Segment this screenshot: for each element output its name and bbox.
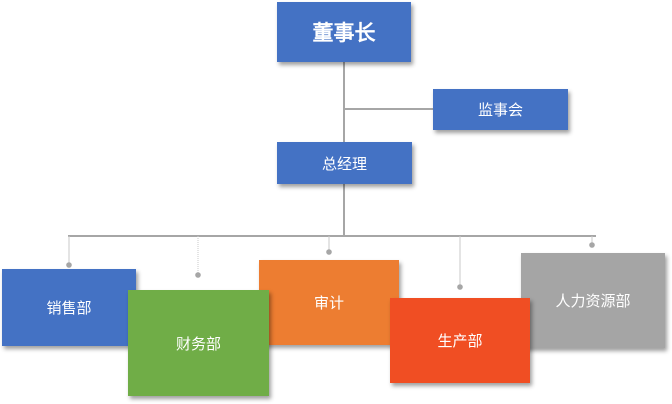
node-general-manager: 总经理	[277, 142, 412, 184]
node-finance-department: 财务部	[128, 290, 269, 396]
drop-production-dot	[457, 284, 463, 290]
node-sales-department-label: 销售部	[46, 299, 92, 317]
node-audit-department: 审计	[259, 260, 399, 345]
node-chairman: 董事长	[277, 2, 411, 62]
node-supervisory-board: 监事会	[433, 89, 568, 130]
node-general-manager-label: 总经理	[321, 154, 367, 173]
node-hr-department-label: 人力资源部	[555, 292, 631, 310]
node-supervisory-board-label: 监事会	[477, 101, 523, 119]
drop-sales-dot	[66, 262, 72, 268]
node-hr-department: 人力资源部	[521, 253, 665, 348]
node-sales-department: 销售部	[2, 269, 136, 346]
drop-hr-dot	[589, 242, 595, 248]
node-production-department-label: 生产部	[437, 332, 483, 350]
node-chairman-label: 董事长	[312, 21, 376, 45]
node-finance-department-label: 财务部	[175, 334, 221, 353]
node-audit-department-label: 审计	[313, 294, 344, 312]
node-production-department: 生产部	[390, 298, 530, 383]
drop-finance-dot	[195, 272, 201, 278]
drop-audit-dot	[326, 249, 332, 255]
